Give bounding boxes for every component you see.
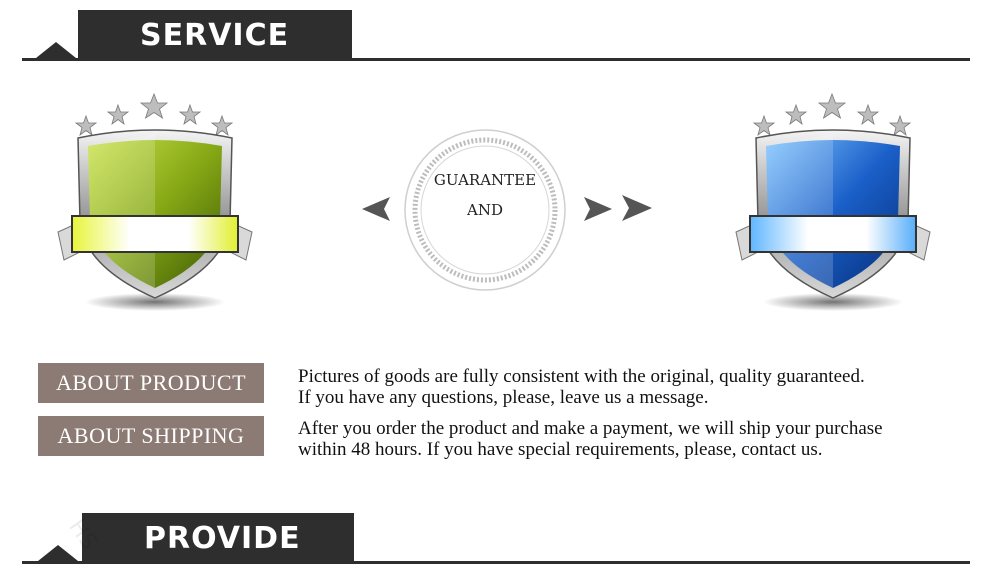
arrow-right-icon	[584, 197, 612, 221]
service-title: SERVICE	[78, 10, 352, 60]
about-shipping-label: ABOUT SHIPPING	[38, 416, 264, 456]
arrow-right-icon	[622, 195, 652, 221]
service-header: SERVICE	[0, 0, 1000, 61]
about-shipping-text: After you order the product and make a p…	[298, 418, 978, 460]
provide-title: PROVIDE	[82, 513, 354, 563]
header-notch	[36, 42, 76, 58]
about-product-line: If you have any questions, please, leave…	[298, 387, 709, 408]
about-product-text: Pictures of goods are fully consistent w…	[298, 366, 978, 408]
star-icon	[784, 103, 808, 126]
about-shipping-line: within 48 hours. If you have special req…	[298, 439, 823, 460]
header-rule	[22, 58, 970, 61]
about-product-label: ABOUT PRODUCT	[38, 363, 264, 403]
header-notch	[38, 545, 78, 561]
star-icon	[817, 92, 847, 119]
star-icon	[74, 114, 98, 137]
star-icon	[856, 103, 880, 126]
seal-text-and: AND	[467, 201, 503, 219]
header-rule	[22, 561, 970, 564]
star-icon	[178, 103, 202, 126]
green-shield-icon	[57, 92, 253, 311]
arrow-left-icon	[362, 197, 390, 221]
about-product-line: Pictures of goods are fully consistent w…	[298, 366, 865, 387]
blue-shield-icon	[735, 92, 931, 311]
star-icon	[106, 103, 130, 126]
about-shipping-line: After you order the product and make a p…	[298, 418, 883, 439]
guarantee-seal	[404, 129, 566, 291]
seal-text-guarantee: GUARANTEE	[433, 171, 537, 189]
star-icon	[888, 114, 912, 137]
star-icon	[139, 92, 169, 119]
provide-header: PROVIDE	[0, 500, 1000, 564]
star-icon	[210, 114, 234, 137]
star-icon	[752, 114, 776, 137]
